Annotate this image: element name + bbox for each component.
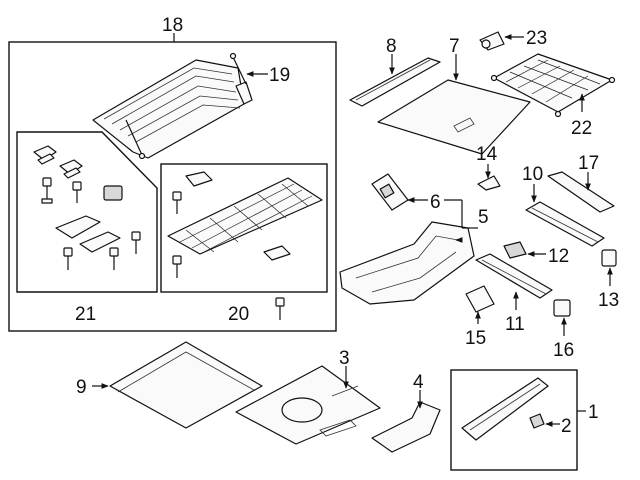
callout-6: 6: [430, 192, 441, 213]
bumper-13: [601, 249, 617, 267]
sill-trim-8: [349, 57, 441, 107]
trim-17: [547, 171, 615, 213]
screw-set-21-top: [41, 177, 123, 204]
bracket-6: [371, 173, 409, 211]
group-18-box: [8, 33, 337, 332]
floor-net-22: [490, 53, 616, 118]
callout-21: 21: [75, 304, 96, 325]
cargo-cover: [92, 59, 253, 160]
clip-14: [477, 175, 501, 191]
block-16: [553, 299, 571, 317]
group-21-box: [16, 131, 158, 293]
callout-20: 20: [228, 304, 249, 325]
callout-5: 5: [478, 207, 489, 228]
callout-4: 4: [413, 372, 424, 393]
spare-tire-tub-5: [339, 221, 475, 305]
scuff-plate-1: [461, 377, 549, 441]
bracket-20-bottom: [263, 245, 291, 261]
group-1-box: [450, 369, 586, 471]
callout-3: 3: [339, 348, 350, 369]
callout-17: 17: [578, 153, 599, 174]
bracket-clip-a: [33, 145, 83, 179]
load-floor-7: [377, 79, 531, 155]
clip-2: [529, 413, 545, 429]
callout-7: 7: [449, 36, 460, 57]
callout-22: 22: [571, 118, 592, 139]
callout-15: 15: [465, 328, 486, 349]
trim-11: [475, 253, 553, 299]
bumper-12: [503, 241, 527, 259]
callout-23: 23: [526, 28, 547, 49]
callout-13: 13: [598, 290, 619, 311]
screw-set-21-bottom: [63, 231, 141, 270]
group-20-box: [160, 163, 328, 293]
callout-9: 9: [76, 377, 87, 398]
screw-20-top: [172, 191, 182, 214]
callout-12: 12: [548, 246, 569, 267]
bracket-20-top: [185, 171, 213, 187]
retainer-21: [55, 215, 121, 253]
callout-2: 2: [561, 416, 572, 437]
cover-rod-19: [229, 52, 247, 85]
leader-5-group: [444, 199, 478, 243]
screw-20-bottom: [172, 255, 182, 278]
block-15: [465, 285, 495, 313]
floor-panel-9: [109, 341, 263, 429]
callout-16: 16: [553, 340, 574, 361]
callout-11: 11: [505, 314, 525, 335]
screw-20-loose: [275, 297, 285, 320]
callout-14: 14: [476, 144, 498, 165]
cargo-net-20: [167, 177, 323, 255]
callout-18: 18: [162, 15, 183, 36]
floor-pan-3: [235, 365, 381, 445]
callout-1: 1: [588, 402, 599, 423]
trim-10: [525, 201, 605, 247]
callout-19: 19: [269, 65, 290, 86]
callout-8: 8: [386, 36, 397, 57]
callout-10: 10: [522, 164, 543, 185]
bracket-4: [371, 401, 441, 453]
hook-23: [479, 31, 505, 51]
